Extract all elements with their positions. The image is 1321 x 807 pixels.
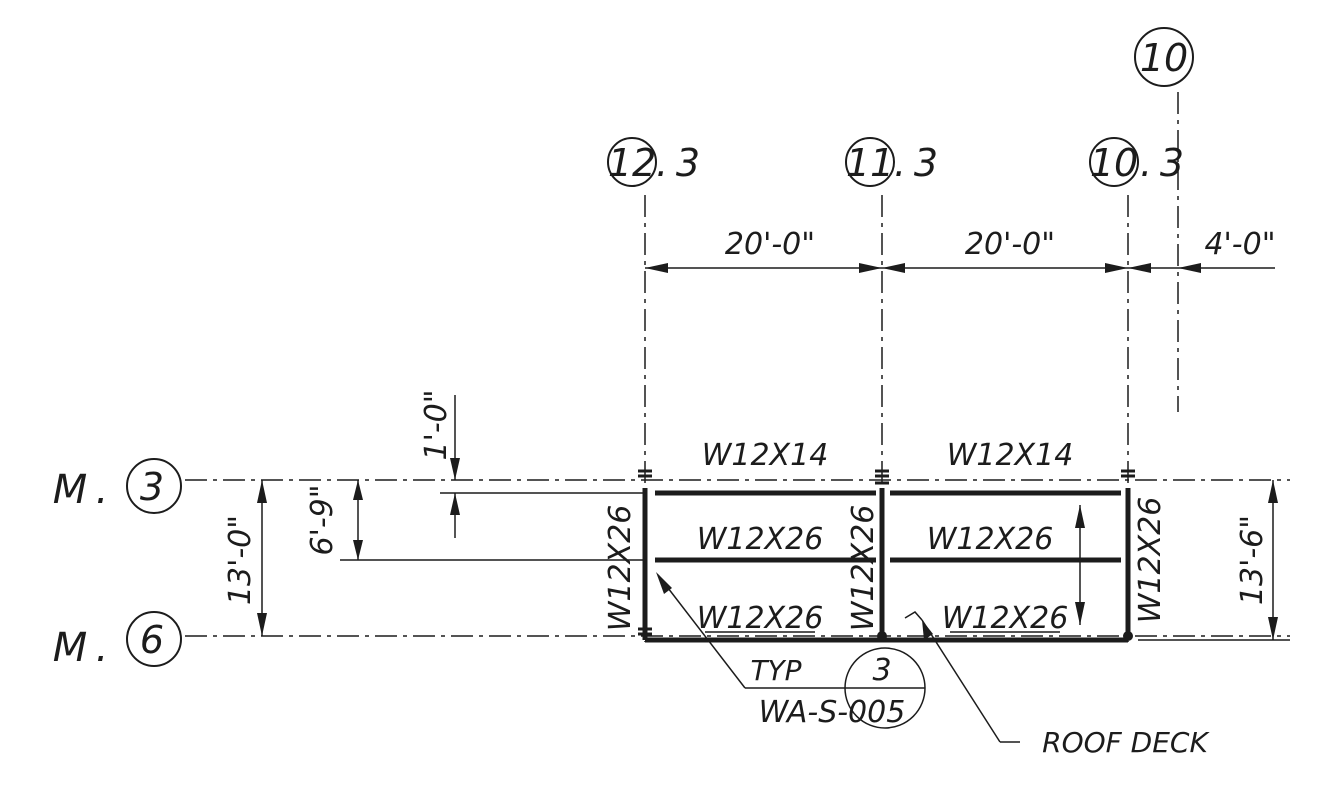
grid-label-10-top: 10: [1140, 36, 1188, 80]
grid-label-suffix: 3: [676, 141, 700, 185]
deck-span-arrow: [1075, 505, 1085, 625]
grid-dot: .: [656, 141, 668, 185]
grid-dot: .: [1140, 141, 1152, 185]
typ-detail-callout: TYP 3 WA-S-005: [656, 572, 926, 730]
callout-typ: TYP: [750, 654, 801, 687]
grid-dot: .: [96, 625, 109, 671]
callout-roof-deck: ROOF DECK: [1042, 726, 1210, 759]
column-dot-mid: [877, 631, 887, 641]
member-bot-right: W12X26: [942, 601, 1069, 636]
column-dot-right: [1123, 631, 1133, 641]
grid-bubble-m-3: M . 3: [53, 458, 182, 514]
grid-bubble-m-6: M . 6: [53, 611, 182, 671]
member-col-left: W12X26: [603, 505, 638, 632]
member-labels: W12X14 W12X14 W12X26 W12X26 W12X26 W12X2…: [603, 438, 1168, 636]
dim-span-2: 20'-0": [965, 227, 1055, 262]
dim-bay-left: 13'-0": [223, 515, 258, 605]
grid-bubble-10-3: 10 . 3: [1089, 137, 1184, 187]
callout-sheet: WA-S-005: [759, 695, 906, 730]
member-top-left: W12X14: [702, 438, 829, 473]
dim-offset-top: 1'-0": [419, 389, 454, 460]
member-bot-left: W12X26: [697, 601, 824, 636]
member-mid-left: W12X26: [697, 522, 824, 557]
grid-label-6: 6: [140, 618, 164, 662]
grid-label-12: 12: [608, 141, 656, 185]
dimension-right: 13'-6": [1138, 480, 1290, 641]
grid-label-suffix: 3: [1160, 141, 1184, 185]
beams: [638, 469, 1135, 643]
grid-label-11: 11: [846, 141, 894, 185]
grid-bubble-10: 10: [1134, 27, 1194, 87]
grid-dot: .: [894, 141, 906, 185]
grid-label-m: M: [53, 467, 88, 513]
grid-dot: .: [96, 467, 109, 513]
dimension-left: 13'-0" 6'-9" 1'-0": [223, 389, 645, 636]
grid-label-10: 10: [1090, 141, 1138, 185]
roof-deck-callout: ROOF DECK: [904, 611, 1210, 759]
grid-label-3: 3: [140, 465, 164, 509]
callout-detail-number: 3: [872, 653, 891, 688]
grid-bubble-11-3: 11 . 3: [845, 137, 938, 187]
member-col-right: W12X26: [1133, 497, 1168, 624]
dim-bay-right: 13'-6": [1235, 515, 1270, 605]
member-mid-right: W12X26: [927, 522, 1054, 557]
member-col-mid: W12X26: [846, 505, 881, 632]
dim-offset-mid: 6'-9": [305, 484, 340, 555]
grid-label-suffix: 3: [914, 141, 938, 185]
dim-span-3: 4'-0": [1204, 227, 1275, 262]
grid-bubble-12-3: 12 . 3: [607, 137, 700, 187]
dim-span-1: 20'-0": [725, 227, 815, 262]
member-top-right: W12X14: [947, 438, 1074, 473]
dimension-top: 20'-0" 20'-0" 4'-0": [645, 227, 1276, 273]
grid-label-m: M: [53, 625, 88, 671]
